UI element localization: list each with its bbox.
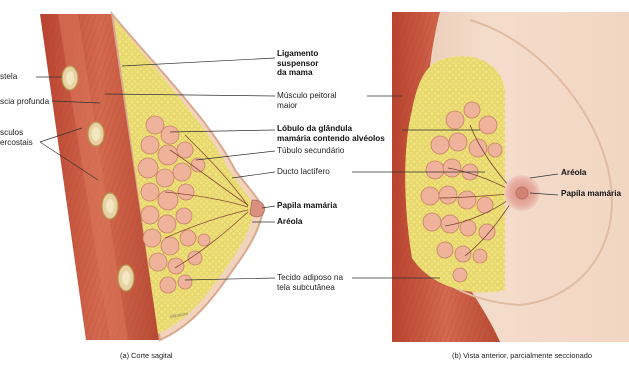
label-tecido-adiposo: Tecido adiposo na tela subcutânea (277, 273, 343, 292)
label-costela: stela (0, 72, 17, 82)
label-ligamento-suspensor: Ligamento suspensor da mama (277, 49, 318, 78)
label-fascia-profunda: scia profunda (0, 97, 49, 107)
label-musculos-intercostais: sculos ercostais (0, 128, 33, 147)
sagittal-section-illustration: signature (40, 14, 265, 340)
caption-sagittal: (a) Corte sagital (120, 351, 173, 360)
label-papila-anterior: Papila mamária (561, 189, 621, 199)
label-lobulo-glandula: Lóbulo da glândula mamária contendo alvé… (277, 124, 385, 143)
caption-anterior: (b) Vista anterior, parcialmente seccion… (452, 351, 592, 360)
label-areola-anterior: Aréola (561, 168, 586, 178)
anterior-view-illustration (392, 12, 629, 342)
label-musculo-peitoral: Músculo peitoral maior (277, 91, 337, 110)
label-ducto-lactifero: Ducto lactífero (277, 167, 330, 177)
label-papila-mamaria: Papila mamária (277, 201, 337, 211)
label-areola: Aréola (277, 217, 302, 227)
label-tubulo-secundario: Túbulo secundário (277, 146, 344, 156)
